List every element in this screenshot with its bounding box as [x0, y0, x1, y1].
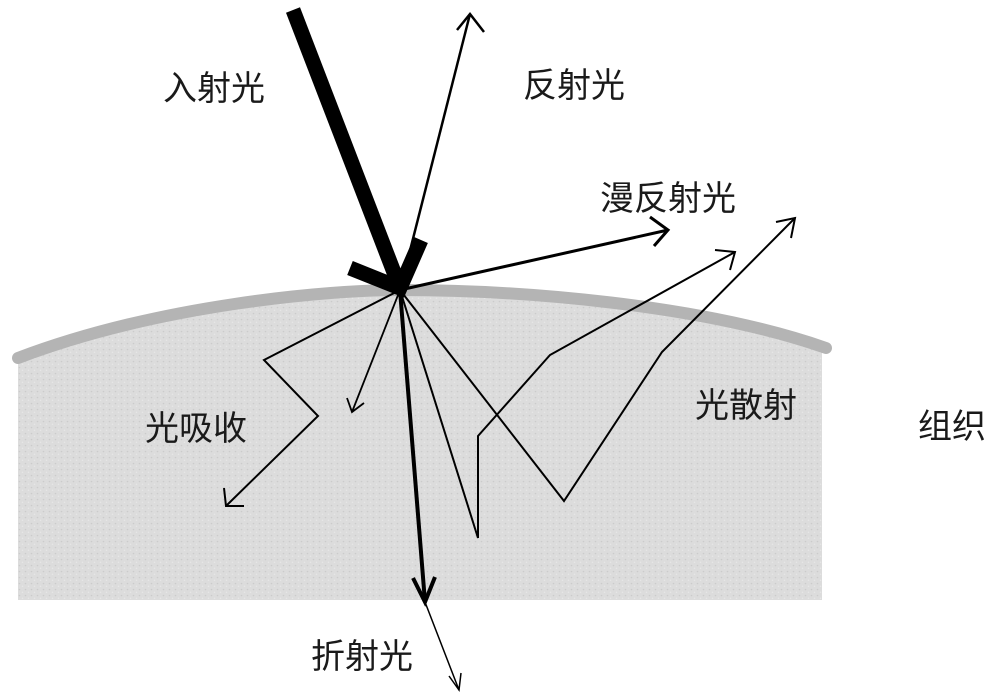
label-scattering: 光散射 — [695, 386, 797, 426]
scattering-path-2 — [399, 217, 796, 503]
short-ray-arrowhead — [346, 397, 365, 414]
absorption-arrowhead — [223, 487, 244, 507]
label-absorption: 光吸收 — [145, 409, 247, 449]
diffuse-reflection-arrow — [399, 228, 669, 292]
absorption-path — [225, 289, 401, 507]
refracted-exit-line — [424, 601, 460, 691]
label-refracted-light: 折射光 — [311, 637, 413, 677]
scattering-arrowhead-1 — [714, 249, 737, 271]
scattering-arrowhead-2 — [775, 216, 797, 239]
label-incident-light: 入射光 — [163, 69, 265, 109]
incident-light-arrow — [286, 7, 407, 291]
label-diffuse-reflection: 漫反射光 — [600, 179, 736, 219]
scattering-path-1 — [399, 251, 736, 539]
diffuse-arrowhead — [649, 215, 671, 247]
label-reflected-light: 反射光 — [523, 66, 625, 106]
refracted-light-arrow — [398, 289, 427, 603]
reflected-arrowhead — [456, 11, 485, 33]
tissue-region — [18, 292, 822, 600]
label-tissue: 组织 — [918, 407, 986, 447]
refracted-exit-arrowhead — [448, 672, 462, 693]
short-absorption-ray — [351, 289, 401, 413]
reflected-light-arrow — [398, 13, 472, 291]
